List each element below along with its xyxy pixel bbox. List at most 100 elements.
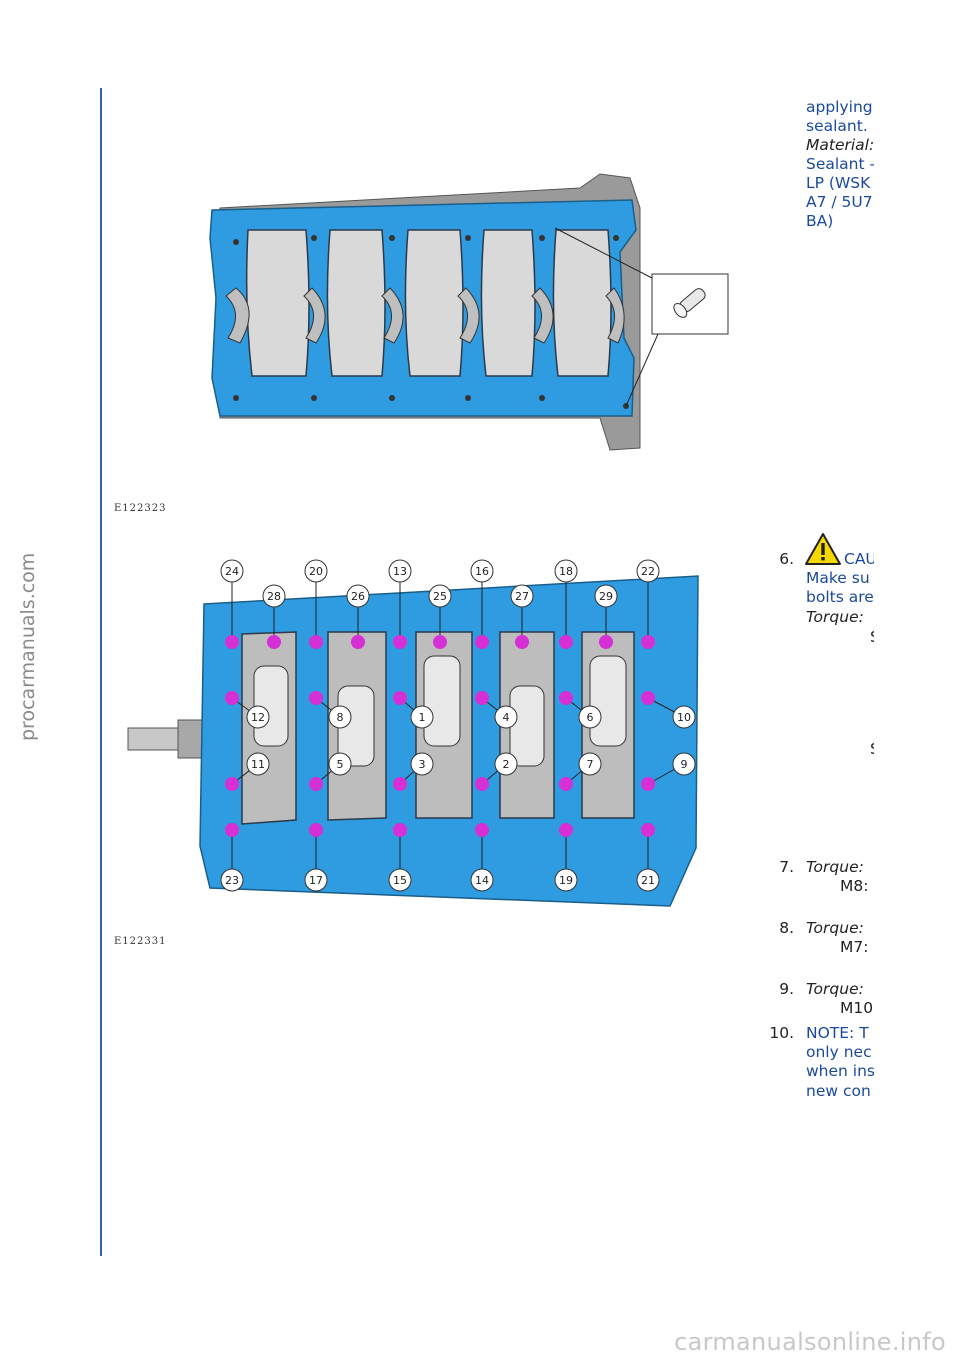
bolt-12 bbox=[225, 691, 239, 705]
bolt-15 bbox=[393, 823, 407, 837]
bolt-number-17: 17 bbox=[309, 874, 323, 887]
bolt-number-15: 15 bbox=[393, 874, 407, 887]
bolt-28 bbox=[267, 635, 281, 649]
bolt-16 bbox=[475, 635, 489, 649]
procedure-text-column: applying sealant. Material: Sealant - LP… bbox=[760, 90, 874, 1210]
bolt-number-11: 11 bbox=[251, 758, 265, 771]
step-6-number: 6. bbox=[779, 550, 794, 568]
bolt-number-10: 10 bbox=[677, 711, 691, 724]
bolt-number-19: 19 bbox=[559, 874, 573, 887]
bolt-number-22: 22 bbox=[641, 565, 655, 578]
bolt-number-8: 8 bbox=[337, 711, 344, 724]
bolt-number-26: 26 bbox=[351, 590, 365, 603]
text-sealant-code: LP (WSK bbox=[806, 174, 871, 192]
bolt-callout-25 bbox=[428, 584, 452, 608]
bolt-10 bbox=[641, 691, 655, 705]
bolt-3 bbox=[393, 777, 407, 791]
bolt-number-6: 6 bbox=[587, 711, 594, 724]
bolt-callout-9 bbox=[672, 752, 696, 776]
step-10-text-c: when ins bbox=[806, 1062, 874, 1080]
bolt-callout-8 bbox=[328, 705, 352, 729]
bolt-number-13: 13 bbox=[393, 565, 407, 578]
bolt-number-24: 24 bbox=[225, 565, 239, 578]
bolt-27 bbox=[515, 635, 529, 649]
bolt-23 bbox=[225, 823, 239, 837]
bolt-9 bbox=[641, 777, 655, 791]
bolt-callout-29 bbox=[594, 584, 618, 608]
bolt-callout-16 bbox=[470, 559, 494, 583]
bolt-25 bbox=[433, 635, 447, 649]
bolt-callout-21 bbox=[636, 868, 660, 892]
bolt-1 bbox=[393, 691, 407, 705]
bolt-7 bbox=[559, 777, 573, 791]
bolt-13 bbox=[393, 635, 407, 649]
bolt-number-18: 18 bbox=[559, 565, 573, 578]
text-applying: applying bbox=[806, 98, 873, 116]
bolt-number-16: 16 bbox=[475, 565, 489, 578]
bolt-callout-1 bbox=[410, 705, 434, 729]
bolt-callout-2 bbox=[494, 752, 518, 776]
bolt-21 bbox=[641, 823, 655, 837]
bolt-number-25: 25 bbox=[433, 590, 447, 603]
bolt-number-12: 12 bbox=[251, 711, 265, 724]
bolt-callout-22 bbox=[636, 559, 660, 583]
warning-triangle-icon bbox=[805, 533, 841, 565]
step-10-number: 10. bbox=[769, 1024, 794, 1042]
step-10-note: NOTE: T bbox=[806, 1024, 869, 1042]
bolt-number-14: 14 bbox=[475, 874, 489, 887]
step-9-torque-value: M10 bbox=[840, 999, 874, 1017]
bolt-callout-20 bbox=[304, 559, 328, 583]
bolt-number-20: 20 bbox=[309, 565, 323, 578]
bolt-29 bbox=[599, 635, 613, 649]
bolt-number-23: 23 bbox=[225, 874, 239, 887]
bolt-callout-24 bbox=[220, 559, 244, 583]
bolt-callout-15 bbox=[388, 868, 412, 892]
bolt-number-3: 3 bbox=[419, 758, 426, 771]
step-10-text-b: only nec bbox=[806, 1043, 872, 1061]
figure-sealant-application bbox=[209, 173, 729, 451]
bolt-17 bbox=[309, 823, 323, 837]
bolt-8 bbox=[309, 691, 323, 705]
side-watermark: procarmanuals.com bbox=[17, 552, 39, 741]
step-7-torque-value: M8: bbox=[840, 877, 869, 895]
step-6-stage-a: S bbox=[870, 628, 874, 647]
figure-2-caption: E122331 bbox=[114, 936, 167, 947]
bolt-number-27: 27 bbox=[515, 590, 529, 603]
bolt-callout-3 bbox=[410, 752, 434, 776]
step-8-number: 8. bbox=[779, 919, 794, 937]
bolt-number-28: 28 bbox=[267, 590, 281, 603]
bolt-callout-6 bbox=[578, 705, 602, 729]
bolt-number-2: 2 bbox=[503, 758, 510, 771]
footer-watermark: carmanualsonline.info bbox=[674, 1328, 946, 1356]
bolt-5 bbox=[309, 777, 323, 791]
bolt-callout-11 bbox=[246, 752, 270, 776]
bolt-number-5: 5 bbox=[337, 758, 344, 771]
step-6-caution: CAU bbox=[844, 550, 874, 568]
bolt-2 bbox=[475, 777, 489, 791]
step-6-torque-label: Torque: bbox=[806, 608, 864, 626]
text-sealant-spec: Sealant - bbox=[806, 155, 874, 173]
step-6-stage-b: S bbox=[870, 740, 874, 759]
bolt-callout-19 bbox=[554, 868, 578, 892]
bolt-4 bbox=[475, 691, 489, 705]
figure-1-caption: E122323 bbox=[114, 503, 167, 514]
margin-rule bbox=[100, 88, 102, 1256]
bolt-number-7: 7 bbox=[587, 758, 594, 771]
step-8-torque-value: M7: bbox=[840, 938, 869, 956]
bolt-callout-27 bbox=[510, 584, 534, 608]
step-7-number: 7. bbox=[779, 858, 794, 876]
bolt-20 bbox=[309, 635, 323, 649]
text-sealant: sealant. bbox=[806, 117, 868, 135]
bolt-callout-14 bbox=[470, 868, 494, 892]
bolt-callout-7 bbox=[578, 752, 602, 776]
bolt-19 bbox=[559, 823, 573, 837]
step-9-torque-label: Torque: bbox=[806, 980, 864, 998]
bolt-11 bbox=[225, 777, 239, 791]
bolt-18 bbox=[559, 635, 573, 649]
step-6-text-b: bolts are bbox=[806, 588, 874, 606]
bolt-22 bbox=[641, 635, 655, 649]
bolt-callout-28 bbox=[262, 584, 286, 608]
bolt-number-9: 9 bbox=[681, 758, 688, 771]
step-8-torque-label: Torque: bbox=[806, 919, 864, 937]
bolt-callout-10 bbox=[672, 705, 696, 729]
